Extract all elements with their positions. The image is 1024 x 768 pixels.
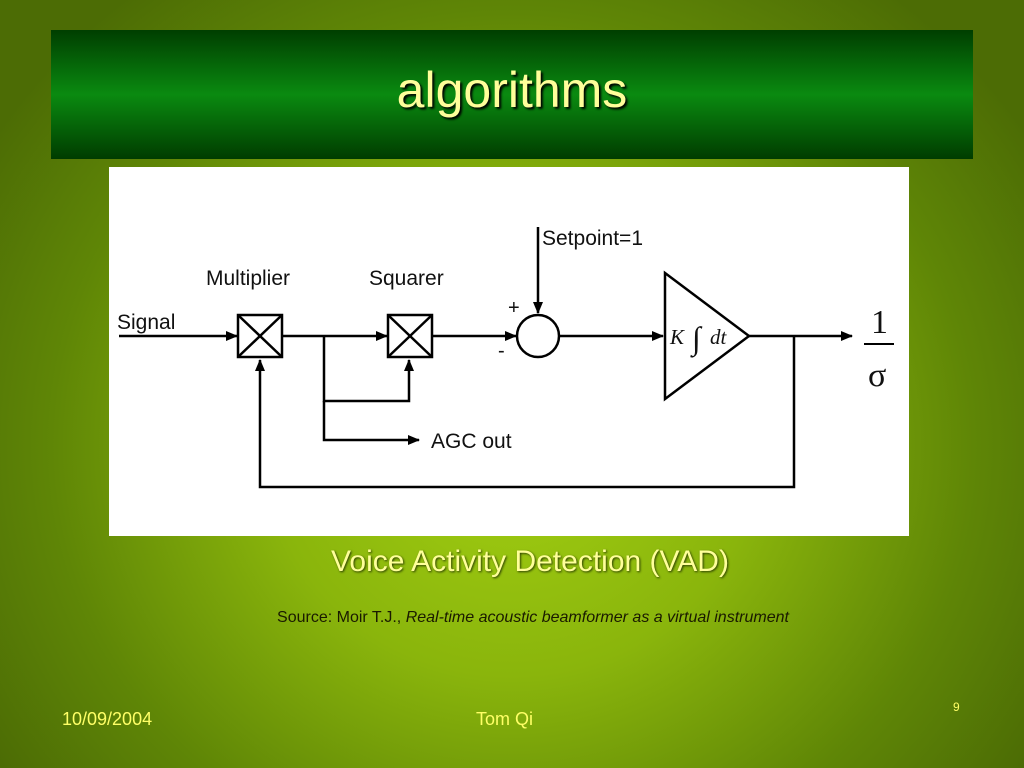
plus-sign: +	[508, 297, 520, 319]
source-prefix: Source: Moir T.J.,	[277, 609, 406, 626]
fraction-denominator: σ	[868, 357, 886, 394]
signal-label: Signal	[117, 311, 175, 334]
title-bar: algorithms	[51, 30, 973, 159]
agc-out-label: AGC out	[431, 430, 512, 453]
branch-to-squarer	[322, 336, 414, 403]
dt-label: dt	[710, 325, 728, 349]
footer-date: 10/09/2004	[62, 709, 153, 729]
source-citation: Source: Moir T.J., Real-time acoustic be…	[0, 609, 1024, 627]
gain-k-label: K	[669, 325, 685, 349]
integral-sign: ∫	[690, 320, 703, 358]
summing-junction	[515, 313, 561, 359]
agc-out-arrow	[322, 401, 420, 445]
source-title: Real-time acoustic beamformer as a virtu…	[405, 609, 789, 626]
diagram-svg: Signal Multiplier Squarer Setpoint=1 + -…	[117, 227, 894, 489]
squarer-label: Squarer	[369, 267, 444, 290]
setpoint-label: Setpoint=1	[542, 227, 643, 250]
slide-title: algorithms	[396, 61, 628, 118]
page-number: 9	[953, 700, 960, 714]
diagram-caption: Voice Activity Detection (VAD)	[331, 545, 729, 578]
footer-author: Tom Qi	[476, 709, 534, 729]
feedback-loop	[255, 336, 796, 489]
minus-sign: -	[498, 340, 505, 362]
block-diagram: Signal Multiplier Squarer Setpoint=1 + -…	[109, 167, 909, 536]
integrator-block	[663, 270, 752, 402]
multiplier-label: Multiplier	[206, 267, 290, 290]
fraction-numerator: 1	[871, 304, 888, 341]
